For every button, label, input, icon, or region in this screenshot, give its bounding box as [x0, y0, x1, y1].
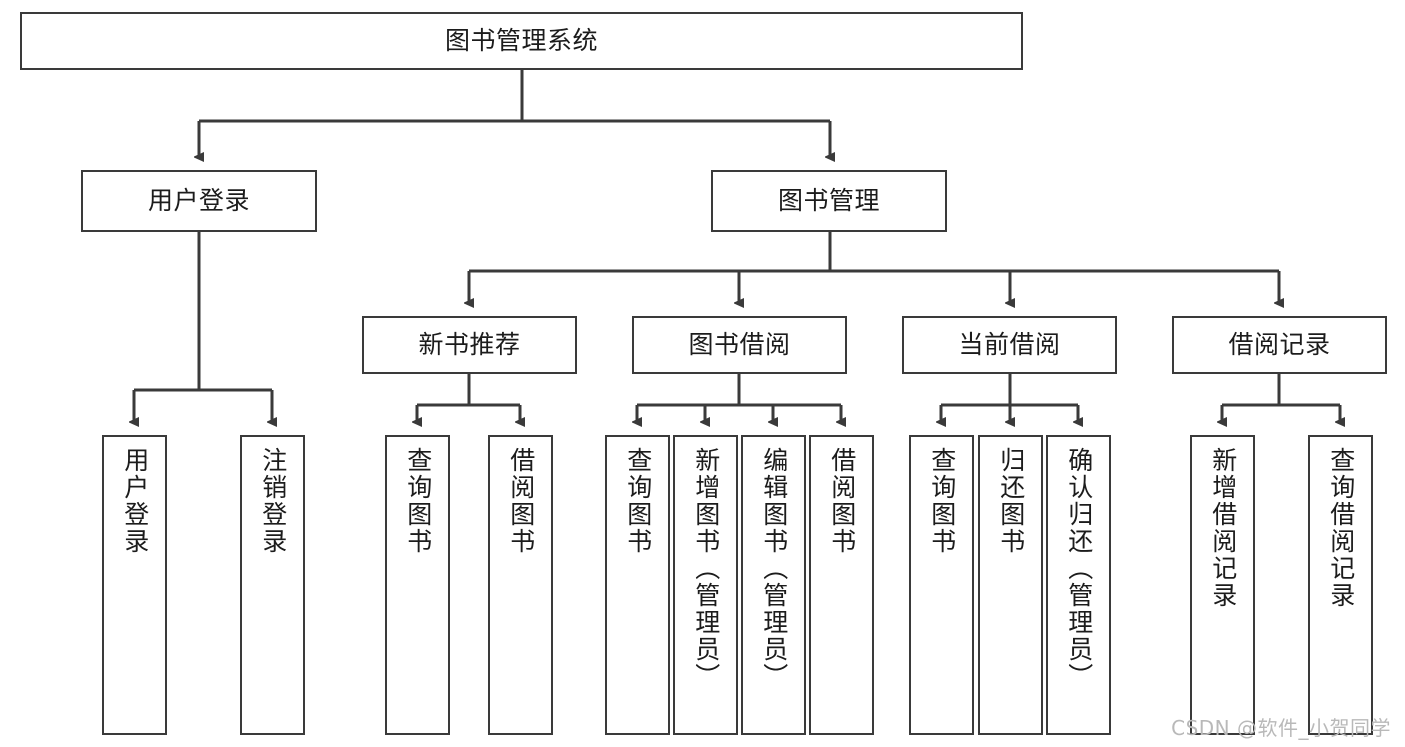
node-leaf-return-book[interactable]: 归还图书: [978, 435, 1043, 735]
node-label: 查询图书: [403, 447, 433, 555]
node-label: 查询图书: [623, 447, 653, 555]
node-book-borrowing[interactable]: 图书借阅: [632, 316, 847, 374]
node-label: 确认归还（管理员）: [1064, 447, 1094, 690]
node-label: 借阅记录: [1228, 330, 1331, 359]
node-leaf-query-book-borrowing[interactable]: 查询图书: [605, 435, 670, 735]
node-label: 图书管理: [777, 186, 880, 215]
node-label: 查询图书: [927, 447, 957, 555]
node-leaf-query-book-recommendation[interactable]: 查询图书: [385, 435, 450, 735]
node-current-borrowing[interactable]: 当前借阅: [902, 316, 1117, 374]
node-label: 查询借阅记录: [1326, 447, 1356, 609]
node-label: 归还图书: [996, 447, 1026, 555]
node-label: 注销登录: [258, 447, 288, 555]
node-leaf-borrow-book[interactable]: 借阅图书: [809, 435, 874, 735]
node-book-management[interactable]: 图书管理: [711, 170, 947, 232]
node-leaf-confirm-return-admin[interactable]: 确认归还（管理员）: [1046, 435, 1111, 735]
node-leaf-edit-book-admin[interactable]: 编辑图书（管理员）: [741, 435, 806, 735]
node-label: 新书推荐: [418, 330, 521, 359]
node-leaf-add-borrowing-record[interactable]: 新增借阅记录: [1190, 435, 1255, 735]
node-label: 用户登录: [147, 186, 250, 215]
node-label: 借阅图书: [506, 447, 536, 555]
node-root-book-management-system[interactable]: 图书管理系统: [20, 12, 1023, 70]
node-label: 图书管理系统: [444, 26, 598, 55]
node-leaf-query-book-current[interactable]: 查询图书: [909, 435, 974, 735]
node-leaf-add-book-admin[interactable]: 新增图书（管理员）: [673, 435, 738, 735]
node-leaf-query-borrowing-record[interactable]: 查询借阅记录: [1308, 435, 1373, 735]
node-leaf-user-login[interactable]: 用户登录: [102, 435, 167, 735]
node-label: 编辑图书（管理员）: [759, 447, 789, 690]
watermark-text: CSDN @软件_小贺同学: [1171, 716, 1391, 740]
node-label: 图书借阅: [688, 330, 791, 359]
node-new-book-recommendation[interactable]: 新书推荐: [362, 316, 577, 374]
node-user-login[interactable]: 用户登录: [81, 170, 317, 232]
node-label: 新增借阅记录: [1208, 447, 1238, 609]
node-label: 借阅图书: [827, 447, 857, 555]
node-label: 当前借阅: [958, 330, 1061, 359]
node-borrowing-records[interactable]: 借阅记录: [1172, 316, 1387, 374]
node-leaf-logout[interactable]: 注销登录: [240, 435, 305, 735]
node-label: 用户登录: [120, 447, 150, 555]
node-leaf-borrow-book-recommendation[interactable]: 借阅图书: [488, 435, 553, 735]
node-label: 新增图书（管理员）: [691, 447, 721, 690]
